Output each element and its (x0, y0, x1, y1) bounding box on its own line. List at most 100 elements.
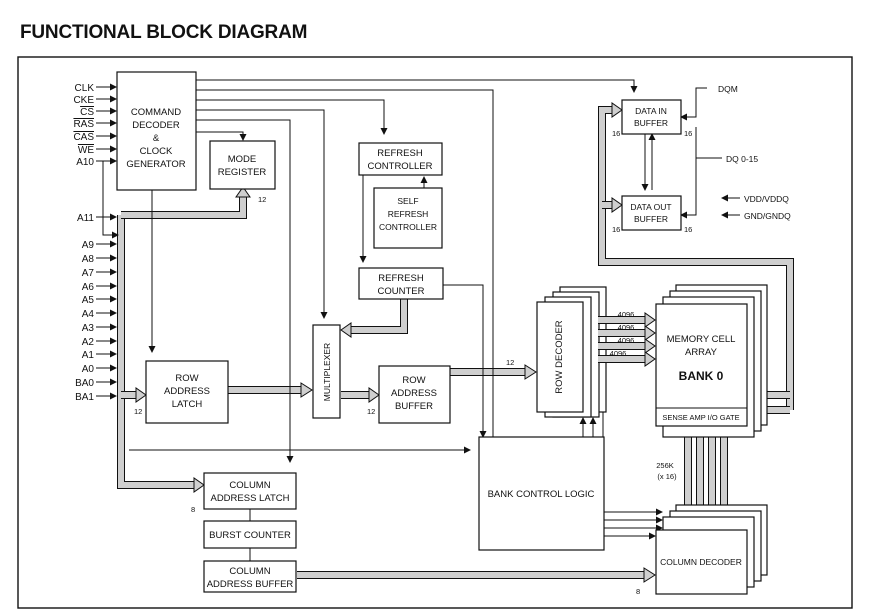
data-in-buffer-block: DATA IN BUFFER (621, 99, 682, 135)
row-address-latch-block: ROW ADDRESS LATCH (145, 360, 229, 424)
col-buffer-line-2: ADDRESS BUFFER (207, 579, 294, 590)
row-latch-line-1: ROW (175, 373, 198, 384)
dq-label: DQ 0-15 (726, 154, 758, 164)
data-out-line-2: BUFFER (634, 214, 668, 224)
address-bus (117, 186, 251, 493)
label-ras: RAS (73, 119, 94, 130)
bank-control-logic-block: BANK CONTROL LOGIC (478, 436, 605, 551)
width-16-out-right: 16 (684, 225, 692, 234)
row-latch-to-mux-bus (228, 382, 313, 398)
label-clk: CLK (75, 83, 95, 94)
width-12-mode: 12 (258, 195, 266, 204)
label-a4: A4 (82, 309, 95, 320)
label-cke: CKE (73, 95, 94, 106)
memory-array-line-1: MEMORY CELL (667, 334, 736, 345)
label-a7: A7 (82, 268, 95, 279)
label-ba0: BA0 (75, 378, 94, 389)
input-arrows (96, 83, 119, 400)
bus-4096-4: 4096 (610, 349, 627, 358)
row-buffer-line-2: ADDRESS (391, 388, 437, 399)
label-a9: A9 (82, 240, 95, 251)
label-a6: A6 (82, 282, 95, 293)
self-refresh-line-1: SELF (397, 196, 418, 206)
row-decoder-label: ROW DECODER (554, 320, 565, 394)
row-buffer-to-decoder-bus (450, 364, 537, 380)
row-buffer-line-1: ROW (402, 375, 425, 386)
dqm-label: DQM (718, 84, 738, 94)
column-address-latch-block: COLUMN ADDRESS LATCH (203, 472, 297, 510)
sense-to-column-bus (680, 421, 728, 524)
bus-4096-3: 4096 (618, 336, 635, 345)
width-8-col-latch: 8 (191, 505, 195, 514)
label-cas: CAS (73, 132, 94, 143)
label-cs: CS (80, 107, 94, 118)
column-address-buffer-block: COLUMN ADDRESS BUFFER (203, 560, 297, 593)
data-in-line-2: BUFFER (634, 118, 668, 128)
data-out-line-1: DATA OUT (630, 202, 671, 212)
refresh-controller-block: REFRESH CONTROLLER (358, 142, 443, 176)
data-loop-bus (598, 102, 794, 410)
width-16-in-left: 16 (612, 129, 620, 138)
command-decoder-line-5: GENERATOR (126, 159, 185, 170)
gnd-label: GND/GNDQ (744, 211, 791, 221)
self-refresh-line-2: REFRESH (388, 209, 429, 219)
label-a5: A5 (82, 295, 95, 306)
mode-register-block: MODE REGISTER (209, 140, 276, 190)
command-decoder-line-3: & (153, 133, 160, 144)
column-decoder-label: COLUMN DECODER (660, 557, 742, 567)
label-we: WE (78, 145, 94, 156)
refresh-controller-line-2: CONTROLLER (368, 161, 433, 172)
row-latch-line-3: LATCH (172, 399, 203, 410)
bus-4096-2: 4096 (618, 323, 635, 332)
mode-register-line-2: REGISTER (218, 167, 267, 178)
width-12-decoder: 12 (506, 358, 514, 367)
col-buffer-line-1: COLUMN (229, 566, 270, 577)
diagram-title: FUNCTIONAL BLOCK DIAGRAM (20, 22, 308, 43)
label-a0: A0 (82, 364, 95, 375)
refresh-controller-line-1: REFRESH (377, 148, 423, 159)
data-in-line-1: DATA IN (635, 106, 667, 116)
bank-control-label: BANK CONTROL LOGIC (488, 489, 595, 500)
command-decoder-block: COMMAND DECODER & CLOCK GENERATOR (116, 71, 197, 191)
data-side-signals: DQM DQ 0-15 VDD/VDDQ GND/GNDQ (718, 84, 791, 221)
command-decoder-line-2: DECODER (132, 120, 180, 131)
multiplexer-block: MULTIPLEXER (312, 324, 341, 419)
label-ba1: BA1 (75, 392, 94, 403)
data-out-buffer-block: DATA OUT BUFFER (621, 195, 682, 231)
mode-register-line-1: MODE (228, 154, 257, 165)
row-address-buffer-block: ROW ADDRESS BUFFER (378, 365, 451, 424)
control-lines (129, 79, 740, 561)
width-12-latch: 12 (134, 407, 142, 416)
self-refresh-controller-block: SELF REFRESH CONTROLLER (373, 187, 443, 249)
bus-4096-1: 4096 (618, 310, 635, 319)
memory-array-block: MEMORY CELL ARRAY BANK 0 SENSE AMP I/O G… (655, 284, 768, 438)
refresh-counter-to-mux-bus (340, 299, 408, 338)
bus-width-labels: 12 12 12 12 8 8 16 16 16 16 256K (x 16) (134, 129, 692, 596)
sense-amp-label: SENSE AMP I/O GATE (662, 413, 739, 422)
refresh-counter-block: REFRESH COUNTER (358, 267, 444, 300)
mux-to-row-buffer-bus (341, 387, 380, 403)
width-12-buffer: 12 (367, 407, 375, 416)
burst-counter-block: BURST COUNTER (203, 520, 297, 549)
width-16-out-left: 16 (612, 225, 620, 234)
multiplexer-label: MULTIPLEXER (322, 343, 332, 401)
refresh-counter-line-1: REFRESH (378, 273, 424, 284)
row-latch-line-2: ADDRESS (164, 386, 210, 397)
label-a1: A1 (82, 350, 95, 361)
array-buses: 4096 4096 4096 4096 (598, 310, 656, 367)
label-a2: A2 (82, 337, 95, 348)
memory-array-line-2: ARRAY (685, 347, 718, 358)
label-a3: A3 (82, 323, 95, 334)
vdd-label: VDD/VDDQ (744, 194, 789, 204)
burst-counter-label: BURST COUNTER (209, 530, 291, 541)
row-buffer-line-3: BUFFER (395, 401, 433, 412)
refresh-counter-line-2: COUNTER (378, 286, 425, 297)
diagram-frame (17, 56, 853, 609)
bank-label: BANK 0 (679, 369, 724, 383)
row-decoder-block: ROW DECODER (536, 286, 607, 418)
sense-width-label: 256K (656, 461, 674, 470)
self-refresh-line-3: CONTROLLER (379, 222, 437, 232)
column-decoder-block: COLUMN DECODER (655, 504, 768, 595)
label-a8: A8 (82, 254, 95, 265)
